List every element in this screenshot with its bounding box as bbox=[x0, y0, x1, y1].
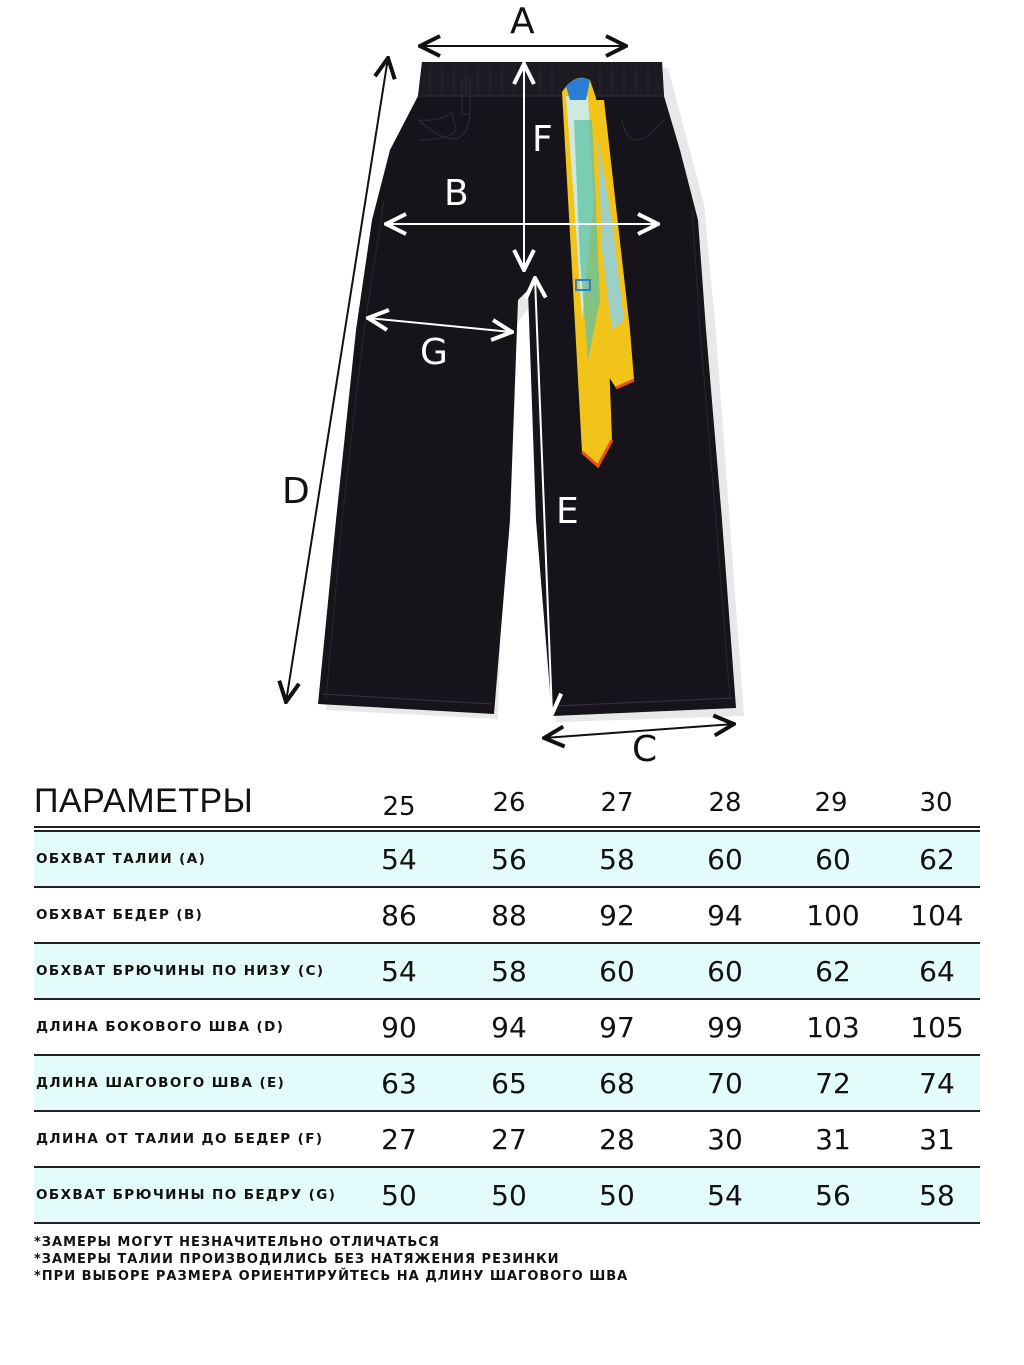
table-row-hips: ОБХВАТ БЕДЕР (B) 86 88 92 94 100 104 bbox=[34, 888, 980, 944]
waistband-gathers bbox=[429, 66, 649, 94]
table-cell: 58 bbox=[599, 842, 635, 876]
table-cell: 62 bbox=[815, 954, 851, 988]
belt-loop bbox=[461, 79, 471, 115]
size-header-28: 28 bbox=[708, 788, 742, 818]
table-cell: 27 bbox=[381, 1122, 417, 1156]
table-cell: 97 bbox=[599, 1010, 635, 1044]
table-cell: 50 bbox=[491, 1178, 527, 1212]
table-cell: 100 bbox=[806, 898, 860, 932]
footnote: *ЗАМЕРЫ ТАЛИИ ПРОИЗВОДИЛИСЬ БЕЗ НАТЯЖЕНИ… bbox=[34, 1252, 560, 1267]
pants-illustration bbox=[0, 0, 744, 775]
table-cell: 54 bbox=[381, 954, 417, 988]
table-title: ПАРАМЕТРЫ bbox=[34, 782, 254, 820]
table-cell: 31 bbox=[815, 1122, 851, 1156]
size-header-26: 26 bbox=[492, 788, 526, 818]
row-label: ОБХВАТ БРЮЧИНЫ ПО НИЗУ (C) bbox=[36, 963, 325, 979]
table-cell: 103 bbox=[806, 1010, 860, 1044]
table-cell: 60 bbox=[815, 842, 851, 876]
row-label: ДЛИНА ОТ ТАЛИИ ДО БЕДЕР (F) bbox=[36, 1131, 324, 1147]
footnote: *ПРИ ВЫБОРЕ РАЗМЕРА ОРИЕНТИРУЙТЕСЬ НА ДЛ… bbox=[34, 1269, 629, 1284]
row-label: ОБХВАТ БРЮЧИНЫ ПО БЕДРУ (G) bbox=[36, 1187, 337, 1203]
pants-body bbox=[318, 62, 736, 716]
table-cell: 88 bbox=[491, 898, 527, 932]
size-header-27: 27 bbox=[600, 788, 634, 818]
footnotes: *ЗАМЕРЫ МОГУТ НЕЗНАЧИТЕЛЬНО ОТЛИЧАТЬСЯ *… bbox=[34, 1234, 628, 1285]
footnote: *ЗАМЕРЫ МОГУТ НЕЗНАЧИТЕЛЬНО ОТЛИЧАТЬСЯ bbox=[34, 1235, 440, 1250]
table-row-side-seam: ДЛИНА БОКОВОГО ШВА (D) 90 94 97 99 103 1… bbox=[34, 1000, 980, 1056]
table-row-waist: ОБХВАТ ТАЛИИ (A) 54 56 58 60 60 62 bbox=[34, 832, 980, 888]
table-cell: 28 bbox=[599, 1122, 635, 1156]
table-cell: 90 bbox=[381, 1010, 417, 1044]
table-cell: 74 bbox=[919, 1066, 955, 1100]
table-row-inseam: ДЛИНА ШАГОВОГО ШВА (E) 63 65 68 70 72 74 bbox=[34, 1056, 980, 1112]
arrow-c-hem bbox=[544, 724, 734, 738]
measurement-diagram: A F B G D E C bbox=[0, 0, 744, 775]
table-cell: 60 bbox=[707, 954, 743, 988]
table-cell: 27 bbox=[491, 1122, 527, 1156]
coin-pocket bbox=[417, 110, 457, 141]
waistband bbox=[418, 62, 664, 96]
table-cell: 50 bbox=[599, 1178, 635, 1212]
right-hem bbox=[553, 697, 735, 707]
arrow-e-inseam bbox=[535, 278, 552, 714]
label-c: C bbox=[632, 729, 658, 770]
table-row-hem-width: ОБХВАТ БРЮЧИНЫ ПО НИЗУ (C) 54 58 60 60 6… bbox=[34, 944, 980, 1000]
arrow-d-side-seam bbox=[286, 58, 388, 702]
table-cell: 62 bbox=[919, 842, 955, 876]
table-cell: 56 bbox=[815, 1178, 851, 1212]
label-a: A bbox=[510, 1, 535, 42]
table-cell: 65 bbox=[491, 1066, 527, 1100]
table-cell: 72 bbox=[815, 1066, 851, 1100]
right-pocket bbox=[621, 119, 665, 141]
table-cell: 50 bbox=[381, 1178, 417, 1212]
header-double-rule bbox=[34, 826, 980, 832]
row-label: ОБХВАТ БЕДЕР (B) bbox=[36, 907, 204, 923]
table-header: ПАРАМЕТРЫ 25 26 27 28 29 30 bbox=[34, 780, 980, 826]
table-cell: 94 bbox=[707, 898, 743, 932]
table-cell: 68 bbox=[599, 1066, 635, 1100]
table-cell: 58 bbox=[919, 1178, 955, 1212]
table-cell: 60 bbox=[707, 842, 743, 876]
table-cell: 99 bbox=[707, 1010, 743, 1044]
table-cell: 54 bbox=[381, 842, 417, 876]
table-row-rise: ДЛИНА ОТ ТАЛИИ ДО БЕДЕР (F) 27 27 28 30 … bbox=[34, 1112, 980, 1168]
label-f: F bbox=[532, 119, 553, 160]
table-cell: 64 bbox=[919, 954, 955, 988]
label-e: E bbox=[556, 491, 579, 532]
size-header-25: 25 bbox=[382, 792, 416, 822]
left-pocket bbox=[417, 114, 471, 140]
table-cell: 104 bbox=[910, 898, 964, 932]
table-cell: 92 bbox=[599, 898, 635, 932]
table-row-thigh: ОБХВАТ БРЮЧИНЫ ПО БЕДРУ (G) 50 50 50 54 … bbox=[34, 1168, 980, 1224]
table-cell: 56 bbox=[491, 842, 527, 876]
label-g: G bbox=[420, 332, 448, 373]
row-label: ДЛИНА ШАГОВОГО ШВА (E) bbox=[36, 1075, 286, 1091]
table-cell: 54 bbox=[707, 1178, 743, 1212]
row-label: ДЛИНА БОКОВОГО ШВА (D) bbox=[36, 1019, 285, 1035]
table-cell: 58 bbox=[491, 954, 527, 988]
table-cell: 86 bbox=[381, 898, 417, 932]
label-b: B bbox=[444, 173, 469, 214]
table-cell: 63 bbox=[381, 1066, 417, 1100]
table-cell: 70 bbox=[707, 1066, 743, 1100]
size-header-30: 30 bbox=[919, 788, 953, 818]
table-cell: 31 bbox=[919, 1122, 955, 1156]
label-d: D bbox=[282, 471, 310, 512]
table-cell: 94 bbox=[491, 1010, 527, 1044]
arrow-g-thigh bbox=[368, 318, 512, 332]
table-cell: 60 bbox=[599, 954, 635, 988]
table-cell: 105 bbox=[910, 1010, 964, 1044]
silk-scarf bbox=[562, 77, 635, 469]
table-cell: 30 bbox=[707, 1122, 743, 1156]
size-header-29: 29 bbox=[814, 788, 848, 818]
size-chart-table: ПАРАМЕТРЫ 25 26 27 28 29 30 ОБХВАТ ТАЛИИ… bbox=[34, 780, 980, 1224]
row-label: ОБХВАТ ТАЛИИ (A) bbox=[36, 851, 207, 867]
right-side-seam bbox=[691, 209, 731, 701]
